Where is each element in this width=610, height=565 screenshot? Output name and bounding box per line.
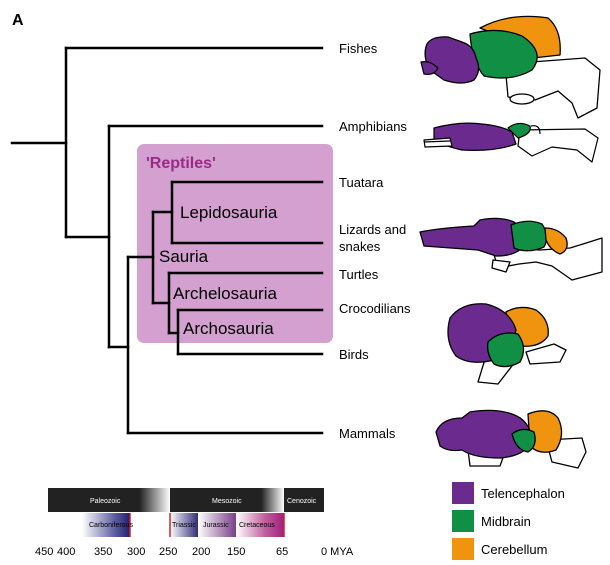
brain-illustration-bird xyxy=(447,303,567,385)
time-tick-250: 250 xyxy=(159,546,177,558)
phylogenetic-tree xyxy=(10,46,324,435)
taxon-label-amphibians: Amphibians xyxy=(339,119,407,134)
legend-swatch-midbrain xyxy=(452,510,474,532)
period-bar-triassic xyxy=(170,513,198,537)
era-bar-mesozoic xyxy=(170,488,284,512)
time-tick-350: 350 xyxy=(94,546,112,558)
era-label-cenozoic: Cenozoic xyxy=(287,498,317,505)
era-label-mesozoic: Mesozoic xyxy=(212,498,242,505)
legend-label-midbrain: Midbrain xyxy=(481,514,531,529)
era-label-paleozoic: Paleozoic xyxy=(90,498,121,505)
time-tick-0-mya: 0 MYA xyxy=(321,546,354,558)
time-tick-400: 400 xyxy=(57,546,75,558)
clade-label-sauria: Sauria xyxy=(159,247,209,266)
time-tick-450: 450 xyxy=(35,546,53,558)
legend-swatch-cerebellum xyxy=(452,538,474,560)
clade-label-lepidosauria: Lepidosauria xyxy=(180,203,278,222)
taxon-label-lizards-line1: Lizards and xyxy=(339,222,406,237)
period-bar-cretaceous xyxy=(236,513,284,537)
brain-illustration-mammal xyxy=(435,409,587,469)
period-label-jurassic: Jurassic xyxy=(203,522,229,529)
period-label-carboniferous: Carboniferous xyxy=(89,522,133,529)
geologic-timescale: Paleozoic Mesozoic Cenozoic Carboniferou… xyxy=(35,488,354,558)
taxon-label-mammals: Mammals xyxy=(339,426,396,441)
era-bar-paleozoic xyxy=(48,488,170,512)
period-bar-jurassic xyxy=(198,513,236,537)
time-tick-65: 65 xyxy=(276,546,288,558)
taxon-label-turtles: Turtles xyxy=(339,267,379,282)
brain-illustration-lizard xyxy=(419,217,603,281)
clade-label-archelosauria: Archelosauria xyxy=(173,284,277,303)
era-bar-cenozoic xyxy=(284,488,324,512)
panel-label: A xyxy=(12,12,24,29)
time-tick-300: 300 xyxy=(127,546,145,558)
taxon-label-birds: Birds xyxy=(339,347,369,362)
legend-swatch-telencephalon xyxy=(452,482,474,504)
period-bar-carboniferous xyxy=(82,513,130,537)
clade-label-archosauria: Archosauria xyxy=(183,319,274,338)
period-label-cretaceous: Cretaceous xyxy=(239,522,275,529)
taxon-label-tuatara: Tuatara xyxy=(339,175,384,190)
time-tick-150: 150 xyxy=(227,546,245,558)
taxon-label-fishes: Fishes xyxy=(339,41,378,56)
brain-region-legend: Telencephalon Midbrain Cerebellum xyxy=(452,482,565,560)
taxon-label-crocodilians: Crocodilians xyxy=(339,301,411,316)
reptiles-group-label: 'Reptiles' xyxy=(146,155,216,172)
brain-illustration-amphibian xyxy=(423,122,599,163)
brain-illustration-fish xyxy=(420,15,601,119)
time-tick-200: 200 xyxy=(192,546,210,558)
period-label-triassic: Triassic xyxy=(172,522,196,529)
taxon-label-lizards-line2: snakes xyxy=(339,239,381,254)
legend-label-cerebellum: Cerebellum xyxy=(481,542,547,557)
legend-label-telencephalon: Telencephalon xyxy=(481,486,565,501)
